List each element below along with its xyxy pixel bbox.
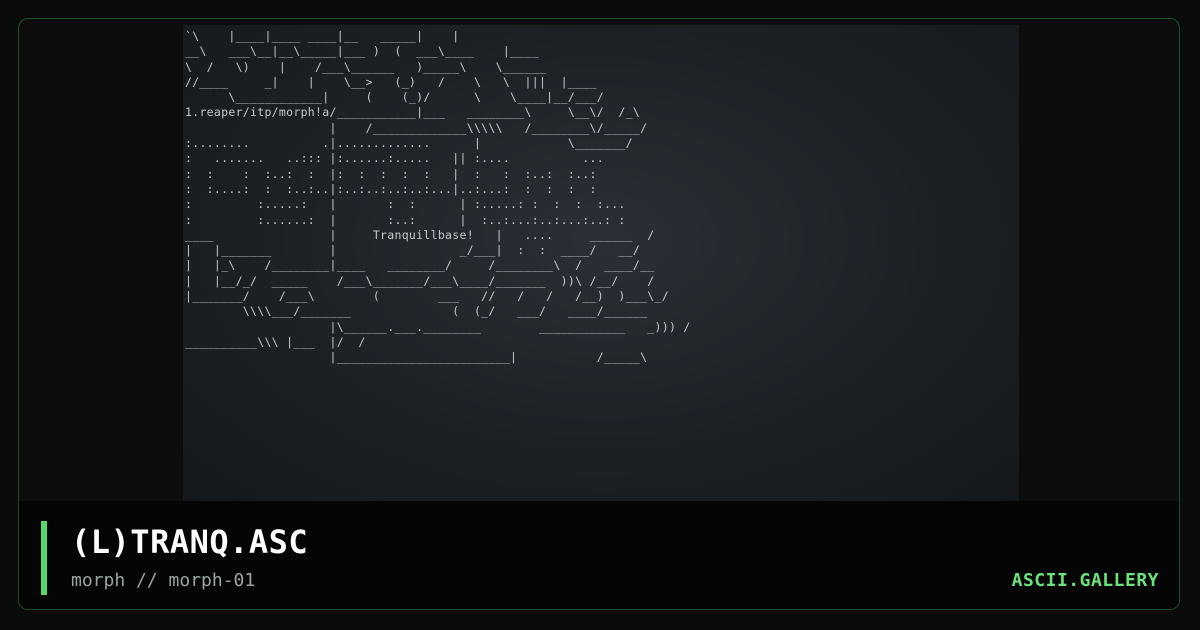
accent-bar — [41, 521, 47, 595]
ascii-art-preview: `\ |____|____ ____|__ _____| | __\ ___\_… — [183, 25, 1019, 501]
card-footer: (L)TRANQ.ASC morph // morph-01 ASCII.GAL… — [19, 501, 1179, 609]
artwork-subtitle: morph // morph-01 — [71, 570, 256, 591]
gallery-card: `\ |____|____ ____|__ _____| | __\ ___\_… — [18, 18, 1180, 610]
brand-name: ASCII.GALLERY — [1011, 570, 1159, 591]
artwork-title: (L)TRANQ.ASC — [71, 523, 309, 561]
ascii-art-text: `\ |____|____ ____|__ _____| | __\ ___\_… — [185, 29, 691, 365]
